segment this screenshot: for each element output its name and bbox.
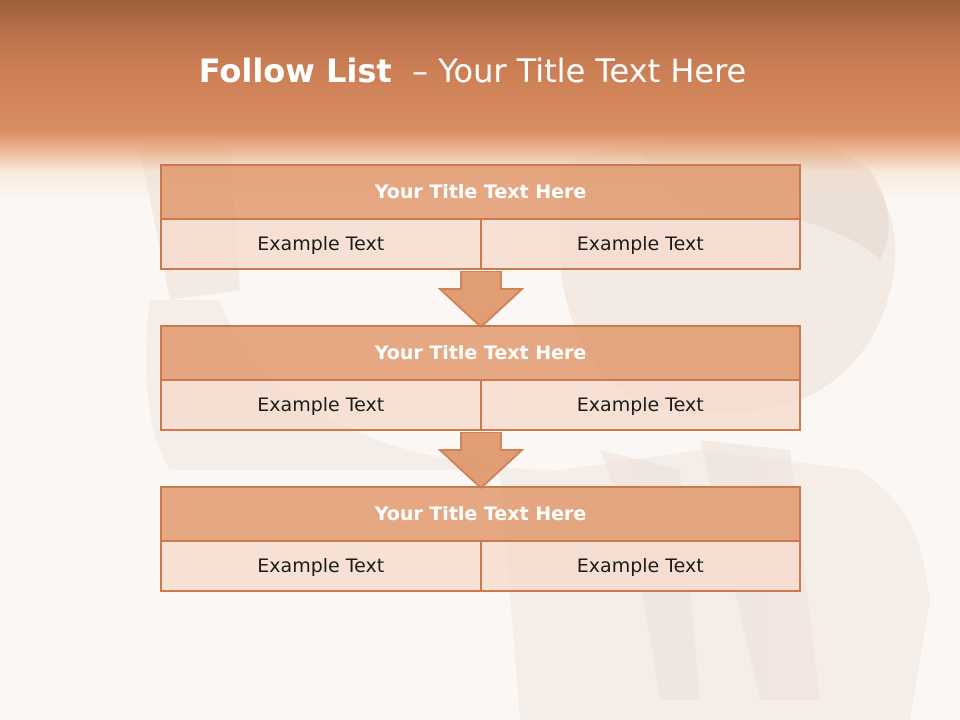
title-rest: – Your Title Text Here — [391, 52, 747, 90]
down-arrow-1 — [438, 271, 524, 329]
title-bold: Follow List — [198, 52, 392, 90]
block-2-cell-right: Example Text — [479, 381, 799, 429]
block-3-title: Your Title Text Here — [160, 486, 801, 542]
slide-title: Follow List – Your Title Text Here — [0, 52, 945, 90]
block-1-cell-right: Example Text — [479, 220, 799, 268]
block-2-cell-left: Example Text — [162, 381, 480, 429]
block-1-cell-left: Example Text — [162, 220, 480, 268]
block-1-title: Your Title Text Here — [160, 164, 801, 220]
block-1-cells: Example Text Example Text — [160, 220, 801, 270]
block-2: Your Title Text Here Example Text Exampl… — [160, 325, 801, 431]
block-3-cells: Example Text Example Text — [160, 542, 801, 592]
down-arrow-2 — [438, 432, 524, 490]
block-2-cells: Example Text Example Text — [160, 381, 801, 431]
block-3-cell-left: Example Text — [162, 542, 480, 590]
block-2-title: Your Title Text Here — [160, 325, 801, 381]
block-3: Your Title Text Here Example Text Exampl… — [160, 486, 801, 592]
block-3-cell-right: Example Text — [479, 542, 799, 590]
block-1: Your Title Text Here Example Text Exampl… — [160, 164, 801, 270]
